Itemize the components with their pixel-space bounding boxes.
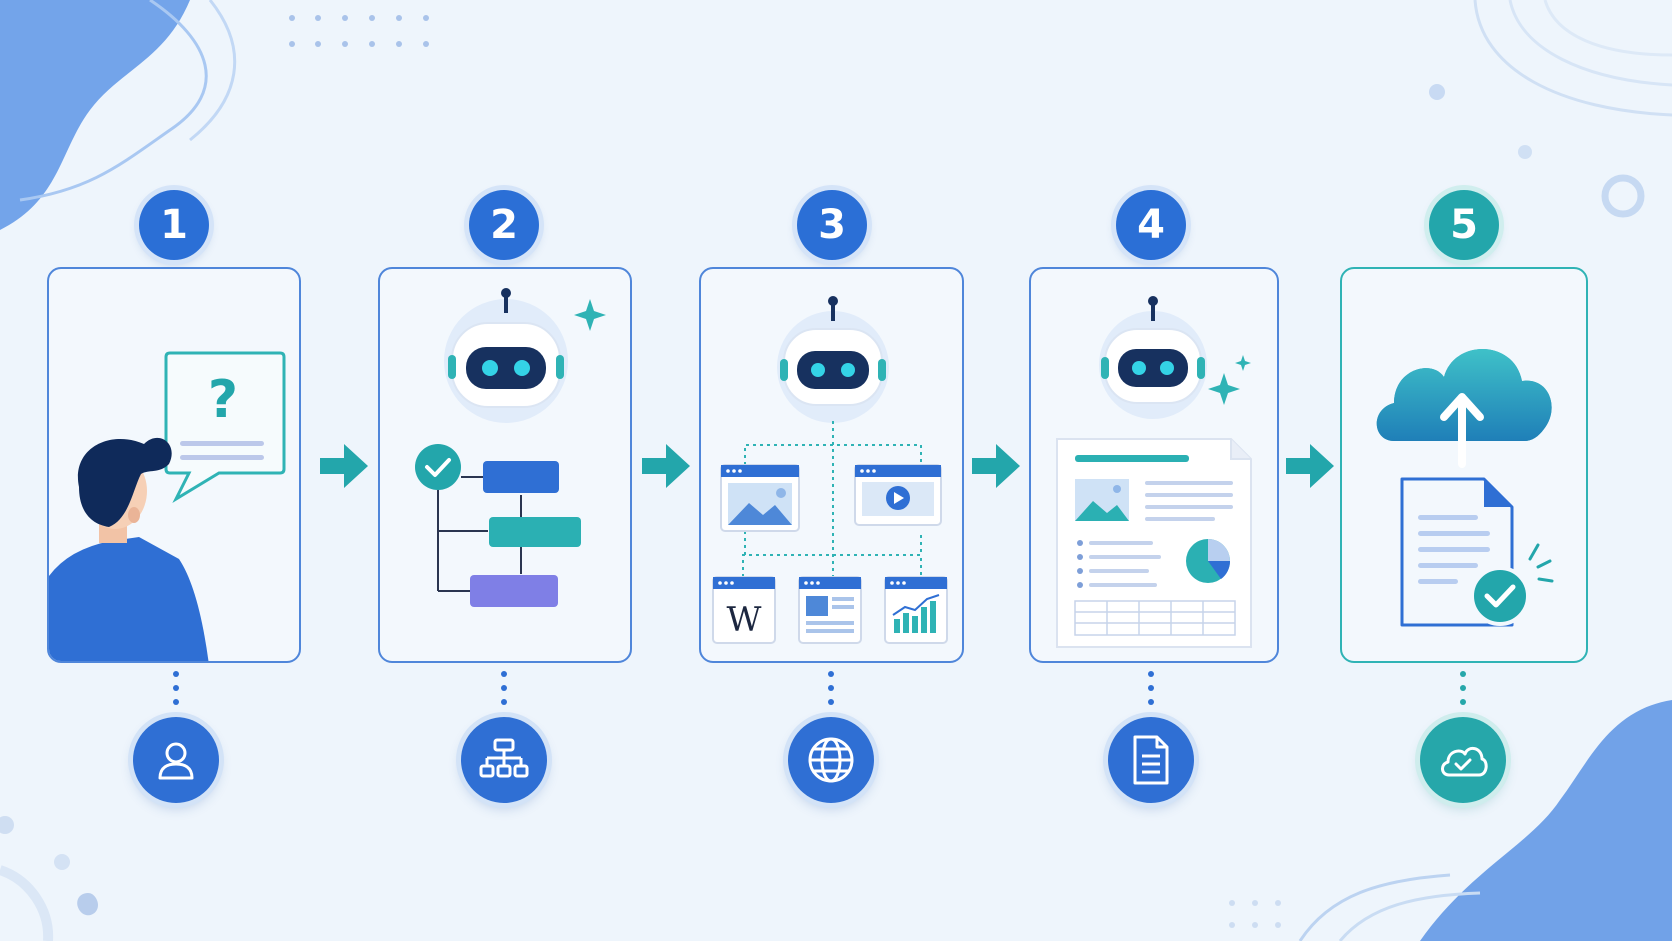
connector-dots (501, 671, 507, 713)
step-3-card: W (699, 267, 964, 663)
question-speech-bubble-icon: ? (164, 351, 286, 503)
svg-text:?: ? (208, 370, 238, 430)
connector-dots (828, 671, 834, 713)
pie-chart-icon (1186, 539, 1231, 583)
verified-document-icon (1400, 477, 1554, 627)
step-1-badge: 1 (139, 190, 209, 260)
arrow-right-icon (972, 444, 1020, 488)
robot-icon (1099, 296, 1207, 419)
video-window-icon (854, 464, 942, 526)
user-icon (133, 717, 219, 803)
connector-dots (173, 671, 179, 713)
arrow-right-icon (642, 444, 690, 488)
wiki-glyph: W (727, 600, 762, 640)
image-window-icon (720, 464, 800, 532)
article-window-icon (798, 576, 862, 644)
hierarchy-icon (461, 717, 547, 803)
step-4-card (1029, 267, 1279, 663)
sparkles-icon (1208, 355, 1251, 405)
top-dots (289, 15, 429, 47)
globe-icon (788, 717, 874, 803)
person-illustration-icon (49, 437, 209, 661)
connector-dots (1148, 671, 1154, 713)
robot-icon (777, 296, 889, 423)
connector-lines (742, 421, 922, 577)
step-2-card (378, 267, 632, 663)
connector-dots (1460, 671, 1466, 713)
wikipedia-window-icon: W (712, 576, 776, 644)
top-right-arcs (1473, 0, 1672, 117)
flowchart-icon (415, 444, 581, 607)
top-left-wave (19, 0, 208, 202)
data-table-icon (1074, 600, 1236, 636)
arrow-right-icon (320, 444, 368, 488)
step-3-badge: 3 (797, 190, 867, 260)
cloud-upload-icon (1376, 348, 1552, 468)
step-4-badge: 4 (1116, 190, 1186, 260)
report-document-icon (1056, 438, 1252, 648)
chart-window-icon (884, 576, 948, 644)
cloud-check-icon (1420, 717, 1506, 803)
step-1-card: ? (47, 267, 301, 663)
step-5-badge: 5 (1429, 190, 1499, 260)
top-left-blob (0, 0, 190, 230)
step-2-badge: 2 (469, 190, 539, 260)
bottom-right-blob (1420, 700, 1672, 941)
sparkle-icon (574, 299, 606, 331)
robot-icon (444, 288, 568, 423)
step-5-card (1340, 267, 1588, 663)
document-icon (1108, 717, 1194, 803)
arrow-right-icon (1286, 444, 1334, 488)
